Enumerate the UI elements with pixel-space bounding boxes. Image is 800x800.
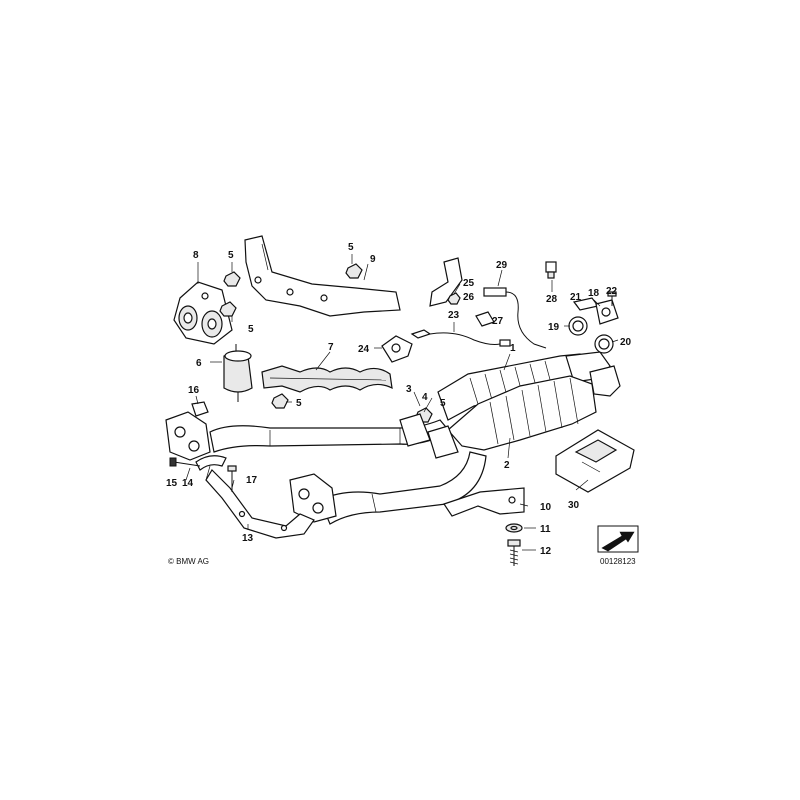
label-16: 16 <box>188 385 200 396</box>
label-23: 23 <box>448 310 460 321</box>
part-8-mount-bracket <box>173 281 233 345</box>
manifold-flange-left <box>165 411 211 461</box>
label-27: 27 <box>492 316 504 327</box>
part-1-catalytic-converter-upper <box>437 351 611 421</box>
label-15: 15 <box>166 478 178 489</box>
image-number: 00128123 <box>600 557 636 566</box>
label-12: 12 <box>540 546 552 557</box>
label-7: 7 <box>328 342 334 353</box>
nut-5d <box>271 393 289 409</box>
label-21: 21 <box>570 292 582 303</box>
part-28-sensor <box>545 261 557 279</box>
part-26-nut <box>447 292 461 305</box>
part-25-bracket <box>429 257 463 307</box>
copyright-text: © BMW AG <box>168 557 209 566</box>
part-24-sensor-bracket <box>381 335 413 363</box>
label-19: 19 <box>548 322 560 333</box>
part-17-bolt <box>227 465 237 492</box>
part-29-sensor-cable <box>483 287 547 349</box>
label-11: 11 <box>540 524 551 535</box>
label-25: 25 <box>463 278 475 289</box>
label-5-converter: 5 <box>440 398 446 409</box>
label-4: 4 <box>422 392 428 403</box>
part-20-gasket-ring <box>594 334 614 354</box>
orientation-arrow-icon <box>597 525 639 553</box>
part-10-bracket <box>443 487 525 517</box>
label-28: 28 <box>546 294 558 305</box>
label-5-top-middle: 5 <box>348 242 354 253</box>
label-14: 14 <box>182 478 194 489</box>
label-8: 8 <box>193 250 199 261</box>
part-18-flange <box>595 299 619 325</box>
label-22: 22 <box>606 286 618 297</box>
label-26: 26 <box>463 292 475 303</box>
part-14-clamp <box>195 455 227 471</box>
part-13-support-bracket <box>205 469 315 539</box>
label-30: 30 <box>568 500 580 511</box>
part-7-heat-shield <box>261 365 393 393</box>
nut-5a <box>223 271 241 287</box>
label-24: 24 <box>358 344 370 355</box>
part-9-long-bracket <box>244 235 401 317</box>
part-19-gasket-ring <box>568 316 588 336</box>
label-18: 18 <box>588 288 600 299</box>
label-20: 20 <box>620 337 632 348</box>
label-10: 10 <box>540 502 552 513</box>
part-12-bolt <box>507 539 521 566</box>
part-11-washer <box>505 523 523 533</box>
part-22-bolt <box>607 291 617 306</box>
label-5-left-mount: 5 <box>248 324 254 335</box>
manifold-flange-right <box>289 473 337 523</box>
nut-5b <box>345 263 363 279</box>
part-15-bolt <box>169 457 201 467</box>
label-2: 2 <box>504 460 510 471</box>
part-27-clip <box>475 311 495 327</box>
label-29: 29 <box>496 260 508 271</box>
label-6: 6 <box>196 358 202 369</box>
converter-flange-lower <box>427 425 459 459</box>
label-17: 17 <box>246 475 258 486</box>
label-3: 3 <box>406 384 412 395</box>
label-1: 1 <box>510 343 516 354</box>
part-16-clip <box>191 401 209 417</box>
leader-lines <box>185 254 619 551</box>
label-5-heat-shield: 5 <box>296 398 302 409</box>
part-30-control-box <box>555 429 635 493</box>
label-9: 9 <box>370 254 376 265</box>
label-5-top-left: 5 <box>228 250 234 261</box>
part-23-oxygen-sensor <box>410 329 511 347</box>
part-2-catalytic-converter-lower <box>447 365 621 451</box>
label-13: 13 <box>242 533 254 544</box>
part-6-rubber-mount <box>223 344 253 402</box>
front-pipe-lower <box>319 451 487 525</box>
